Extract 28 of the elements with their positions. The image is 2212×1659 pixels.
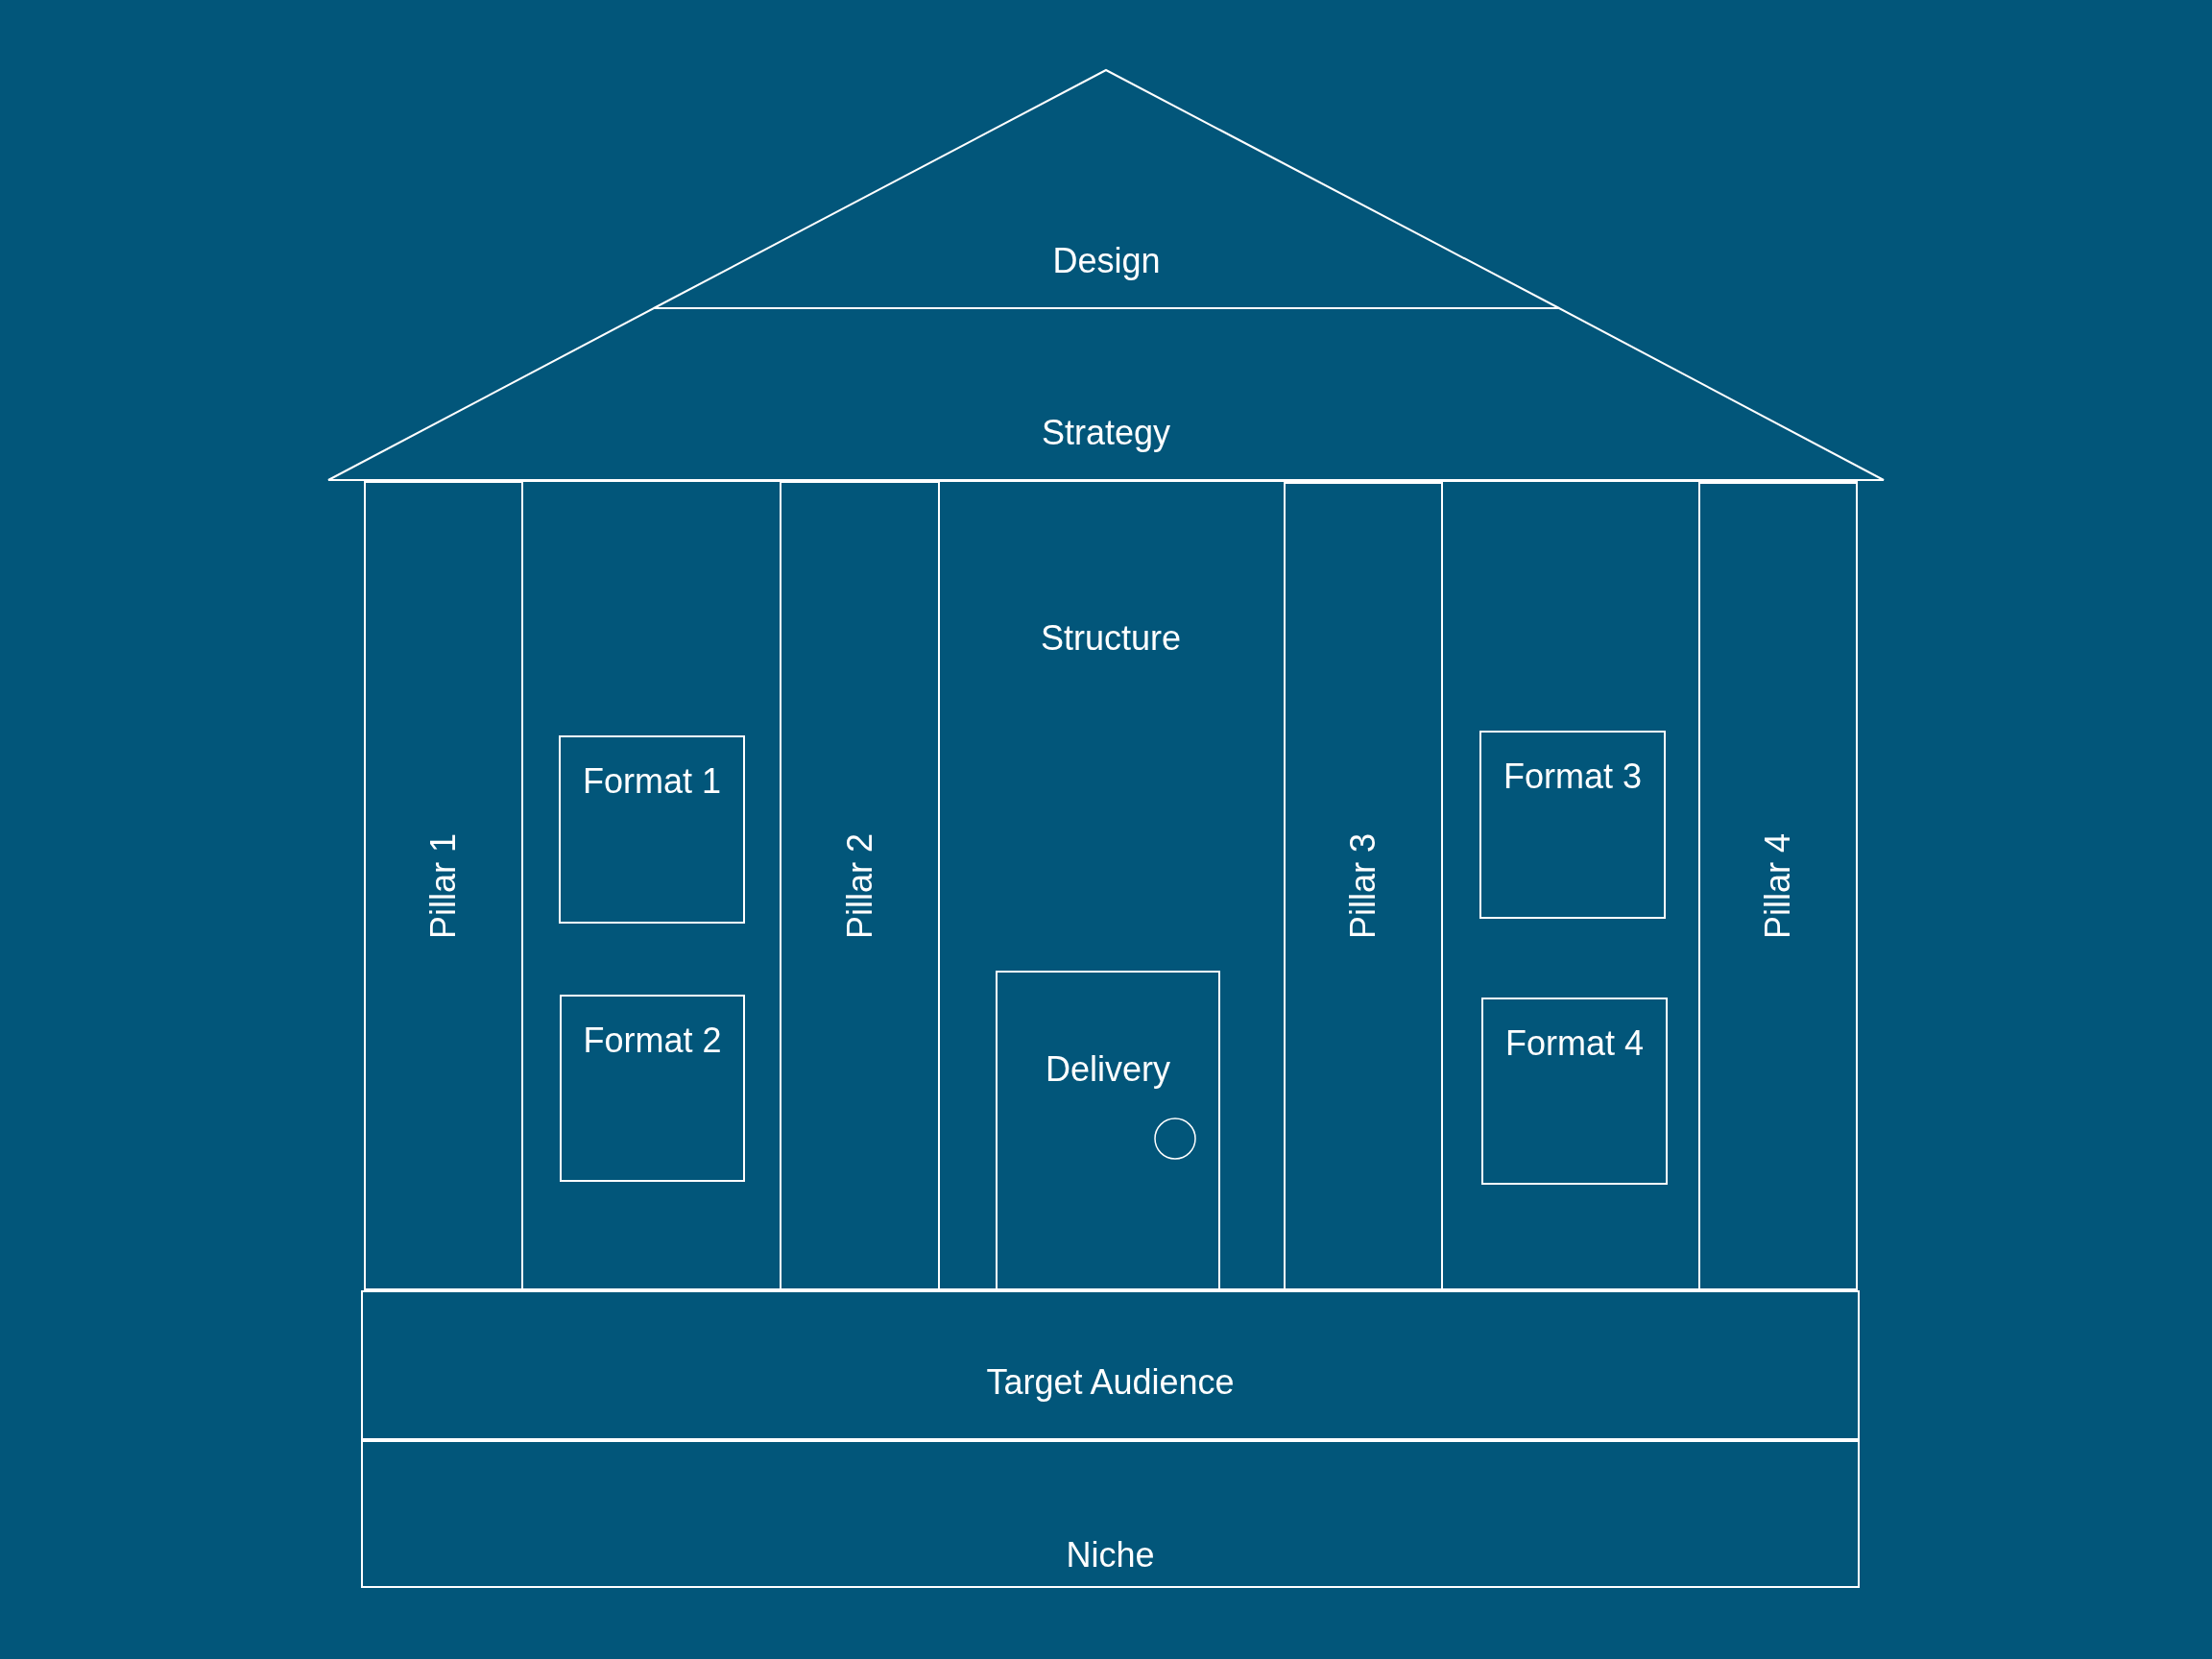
format-label: Format 3 — [1503, 757, 1642, 797]
pillar-label: Pillar 2 — [839, 832, 880, 939]
pillar-box — [780, 481, 940, 1290]
wall-label: Structure — [1040, 618, 1182, 659]
pillar-label: Pillar 3 — [1343, 833, 1383, 939]
pillar-label: Pillar 1 — [423, 832, 464, 939]
format-box — [559, 735, 745, 924]
format-box — [1481, 998, 1668, 1185]
foundation-band — [361, 1440, 1860, 1588]
roof-triangle — [654, 69, 1559, 308]
format-box — [560, 995, 745, 1182]
pillar-label: Pillar 4 — [1758, 833, 1798, 939]
foundation-label: Target Audience — [986, 1362, 1235, 1403]
roof-label: Strategy — [1041, 413, 1171, 453]
roof-band — [328, 308, 1884, 480]
format-label: Format 2 — [583, 1021, 722, 1061]
foundation-label: Niche — [1066, 1535, 1155, 1575]
roof-label: Design — [1052, 241, 1161, 281]
wall-panel — [364, 480, 1858, 1290]
pillar-box — [364, 481, 523, 1290]
format-label: Format 1 — [583, 761, 721, 802]
foundation-band — [361, 1290, 1860, 1440]
pillar-box — [1698, 482, 1858, 1290]
pillar-box — [1284, 482, 1443, 1290]
door-label: Delivery — [1046, 1049, 1170, 1090]
format-box — [1479, 731, 1666, 919]
format-label: Format 4 — [1505, 1023, 1644, 1064]
door-box — [996, 971, 1220, 1290]
